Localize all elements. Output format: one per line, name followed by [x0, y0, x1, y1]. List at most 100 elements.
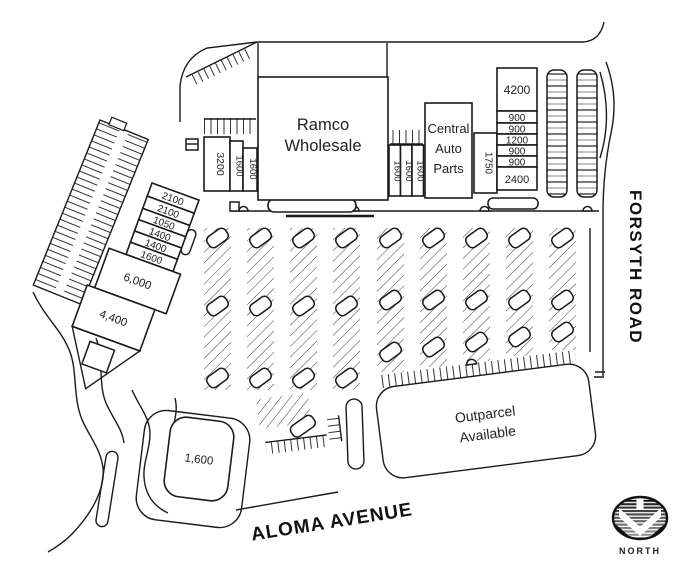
- unit-label-mid-3: 1600: [415, 160, 426, 181]
- outparcel-boundary: [375, 363, 597, 479]
- parking-island: [206, 295, 229, 317]
- parking-island: [249, 227, 272, 249]
- unit-mid-3: [411, 144, 425, 197]
- south-area: 1,600 Outparcel Available: [135, 350, 597, 529]
- north-strip-comb: [204, 118, 256, 134]
- unit-north-1: [203, 136, 231, 192]
- parking-island: [465, 227, 488, 249]
- northeast-stack-buildings: 4200 900 900 1200 900 900 2400: [496, 67, 538, 191]
- outparcel-comb: [380, 350, 577, 388]
- compass-arrow-icon: [619, 508, 661, 536]
- parking-island: [292, 295, 315, 317]
- parking-island: [465, 331, 488, 353]
- parking-island: [551, 321, 574, 343]
- pad-parcel-boundary: [135, 409, 251, 529]
- outparcel-label-line2: Available: [459, 422, 517, 445]
- unit-label-1750: 1750: [483, 152, 494, 175]
- west-parking-band: [32, 116, 150, 306]
- parking-island: [422, 227, 445, 249]
- building-central-auto: [424, 102, 473, 199]
- east-aisle-curve: [599, 71, 608, 159]
- compass-north-label: NORTH: [619, 546, 661, 556]
- parking-island: [465, 289, 488, 311]
- north-strip-buildings: 3200 1600 1600: [185, 118, 258, 192]
- cluster-hatch: [255, 392, 312, 430]
- outparcel-label-line1: Outparcel: [454, 402, 516, 426]
- parking-island: [249, 295, 272, 317]
- south-parking-cluster: [255, 392, 343, 455]
- west-road-edge-outer: [32, 291, 104, 553]
- outparcel: Outparcel Available: [375, 350, 597, 479]
- parking-island: [292, 227, 315, 249]
- ramco-connector-lines: [257, 43, 388, 77]
- aloma-sidewalk-line: [235, 491, 339, 511]
- parking-island: [379, 341, 402, 363]
- central-parking-lot: [204, 227, 576, 390]
- unit-ne-7: [496, 166, 538, 191]
- north-compass: NORTH: [611, 495, 669, 556]
- parking-island: [335, 295, 358, 317]
- unit-label-ne-7: 2400: [505, 174, 529, 186]
- tip-footprint: [80, 340, 116, 374]
- median-island-west: [95, 450, 119, 528]
- unit-label-north-1: 3200: [214, 152, 226, 176]
- parking-island: [379, 289, 402, 311]
- loading-dock: [267, 198, 357, 213]
- unit-label-north-2: 1600: [234, 155, 245, 176]
- parking-island: [335, 367, 358, 389]
- building-1600-pad: [163, 416, 235, 502]
- unit-label-ne-3: 900: [509, 125, 526, 136]
- band-notch: [108, 116, 128, 132]
- west-strip-buildings: 2100 2100 1050 1400 1400 1600 6,000 4,40…: [71, 181, 201, 390]
- parking-island: [379, 227, 402, 249]
- parking-island: [289, 414, 316, 438]
- west-strip-tip: [71, 325, 142, 390]
- ramco-wholesale-building: Ramco Wholesale: [257, 76, 389, 201]
- compass-globe-icon: [613, 497, 667, 539]
- mid-strip-comb: [390, 130, 423, 144]
- parking-island: [508, 289, 531, 311]
- unit-label-ne-4: 1200: [506, 136, 529, 147]
- parking-island: [422, 336, 445, 358]
- unit-label-ne-5: 900: [509, 147, 526, 158]
- parking-island: [508, 227, 531, 249]
- street-label-aloma-avenue: ALOMA AVENUE: [250, 499, 415, 545]
- parking-island: [551, 289, 574, 311]
- mid-strip-buildings: 1600 1600 1600 Central Auto Parts 1750: [388, 102, 498, 199]
- cluster-comb-bottom: [265, 434, 329, 455]
- road-boundaries: [32, 21, 615, 553]
- unit-label-mid-2: 1600: [403, 160, 414, 181]
- sidewalk-pad: [487, 197, 539, 210]
- east-parking-strip-1: [546, 69, 568, 198]
- unit-label-ne-2: 900: [509, 113, 526, 124]
- forsyth-edge-dashes: [594, 371, 605, 378]
- parking-island: [551, 227, 574, 249]
- cluster-comb-right: [326, 415, 342, 443]
- cluster-comb-right-spine: [337, 415, 343, 442]
- unit-label-ne-6: 900: [509, 158, 526, 169]
- parking-island: [206, 227, 229, 249]
- parking-island: [335, 227, 358, 249]
- north-property-line: [257, 21, 605, 43]
- building-label-1600-pad: 1,600: [184, 452, 214, 467]
- unit-ne-1: [496, 67, 538, 112]
- unit-label-mid-1: 1600: [392, 160, 403, 181]
- parking-island: [206, 367, 229, 389]
- unit-label-ne-1: 4200: [504, 83, 531, 97]
- cluster-comb-spine: [265, 434, 327, 444]
- outparcel-comb-bump: [465, 358, 478, 366]
- tenant-label-central-auto-line3: Parts: [433, 161, 464, 176]
- parking-island: [508, 326, 531, 348]
- parking-island: [249, 367, 272, 389]
- parking-island: [292, 367, 315, 389]
- east-parking-strip-2: [576, 69, 598, 198]
- parking-island: [422, 289, 445, 311]
- building-ramco: [257, 76, 389, 201]
- tenant-label-ramco-line1: Ramco: [297, 116, 349, 134]
- unit-north-3: [242, 147, 258, 192]
- northwest-corner-curve: [179, 41, 258, 122]
- median-island-entry: [345, 398, 365, 470]
- tenant-label-central-auto-line2: Auto: [435, 141, 462, 156]
